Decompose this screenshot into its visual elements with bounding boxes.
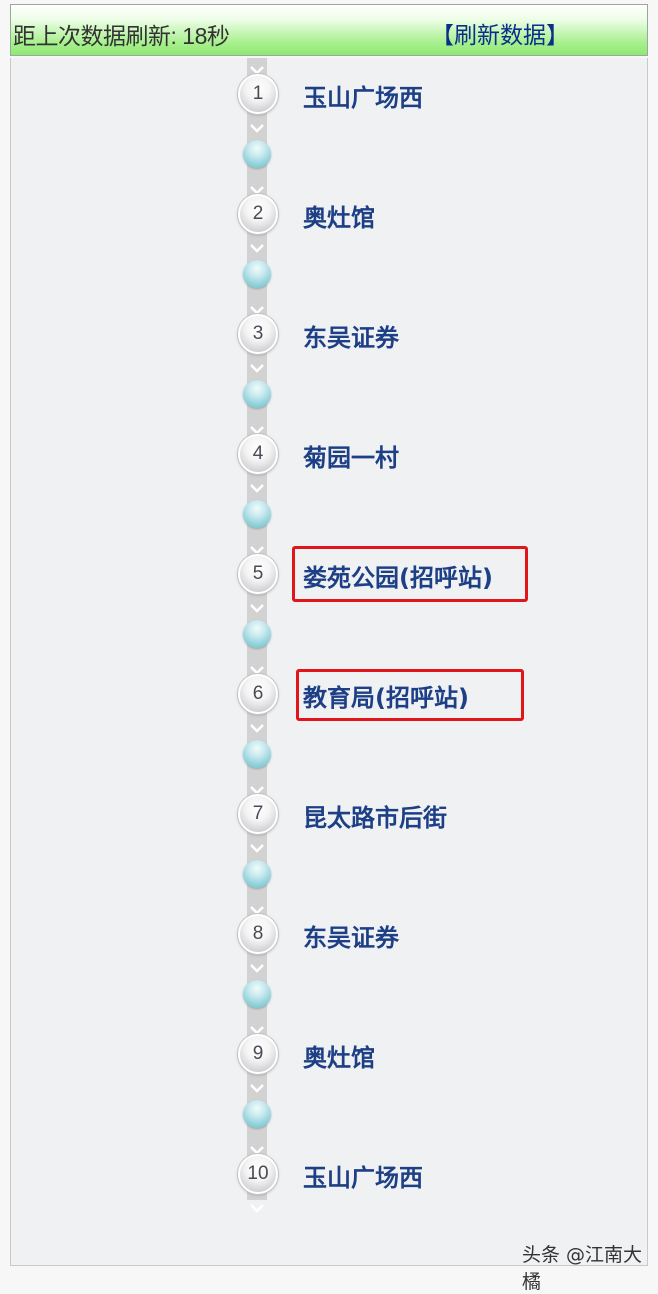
stop-number-badge: 6 — [238, 674, 278, 714]
stop-number-badge: 1 — [238, 74, 278, 114]
bus-position-dot — [243, 140, 271, 168]
refresh-status-bar: 距上次数据刷新: 18秒 【刷新数据】 — [10, 4, 648, 56]
chevron-down-icon — [249, 1020, 265, 1035]
stop-name[interactable]: 奥灶馆 — [303, 1044, 375, 1072]
stop-number-badge: 4 — [238, 434, 278, 474]
stop-number-badge: 5 — [238, 554, 278, 594]
route-panel — [10, 58, 648, 1266]
stop-number-badge: 7 — [238, 794, 278, 834]
elapsed-time-label: 距上次数据刷新: 18秒 — [13, 23, 230, 49]
chevron-down-icon — [249, 780, 265, 795]
stop-highlight-box — [296, 669, 524, 721]
stop-number-badge: 8 — [238, 914, 278, 954]
chevron-down-icon — [249, 900, 265, 915]
chevron-down-icon — [249, 300, 265, 315]
bus-position-dot — [243, 620, 271, 648]
chevron-down-icon — [249, 598, 265, 613]
bus-position-dot — [243, 1100, 271, 1128]
bus-position-dot — [243, 980, 271, 1008]
chevron-down-icon — [249, 660, 265, 675]
chevron-down-icon — [249, 1140, 265, 1155]
stop-number-badge: 9 — [238, 1034, 278, 1074]
chevron-down-icon — [249, 718, 265, 733]
chevron-down-icon — [249, 420, 265, 435]
chevron-down-icon — [249, 1078, 265, 1093]
bus-position-dot — [243, 380, 271, 408]
stop-name[interactable]: 奥灶馆 — [303, 204, 375, 232]
chevron-down-icon — [249, 478, 265, 493]
chevron-down-icon — [249, 358, 265, 373]
bus-position-dot — [243, 740, 271, 768]
refresh-data-button[interactable]: 【刷新数据】 — [431, 22, 569, 48]
bus-position-dot — [243, 860, 271, 888]
chevron-down-icon — [249, 1198, 265, 1213]
watermark: 头条 @江南大橘 — [522, 1244, 643, 1293]
stop-name[interactable]: 东吴证券 — [303, 924, 399, 952]
stop-name[interactable]: 娄苑公园(招呼站) — [303, 564, 493, 592]
stop-name[interactable]: 玉山广场西 — [303, 1164, 423, 1192]
stop-number-badge: 3 — [238, 314, 278, 354]
stop-name[interactable]: 东吴证券 — [303, 324, 399, 352]
chevron-down-icon — [249, 238, 265, 253]
stop-name[interactable]: 菊园一村 — [303, 444, 399, 472]
chevron-down-icon — [249, 180, 265, 195]
stop-number-badge: 10 — [238, 1154, 278, 1194]
chevron-down-icon — [249, 118, 265, 133]
chevron-down-icon — [249, 838, 265, 853]
stop-highlight-box — [292, 546, 528, 602]
stop-name[interactable]: 昆太路市后街 — [303, 804, 447, 832]
chevron-down-icon — [249, 540, 265, 555]
bus-position-dot — [243, 500, 271, 528]
bus-position-dot — [243, 260, 271, 288]
chevron-down-icon — [249, 958, 265, 973]
stop-number-badge: 2 — [238, 194, 278, 234]
stop-name[interactable]: 教育局(招呼站) — [303, 684, 469, 712]
stop-name[interactable]: 玉山广场西 — [303, 84, 423, 112]
chevron-down-icon — [249, 60, 265, 75]
